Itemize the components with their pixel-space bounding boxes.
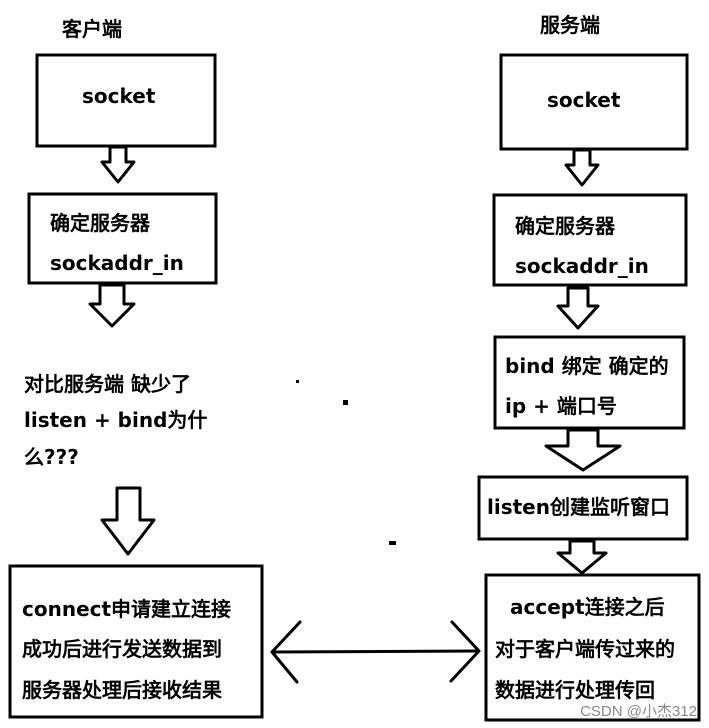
bidirectional-arrow	[270, 620, 481, 684]
client-note-line1: 对比服务端 缺少了	[24, 372, 191, 396]
watermark: CSDN @小杰312	[580, 703, 697, 720]
client-arrow-3	[100, 486, 156, 556]
server-arrow-4	[556, 539, 608, 575]
client-note-line3: 么???	[24, 445, 79, 469]
server-bind-line1: bind 绑定 确定的	[505, 354, 669, 378]
client-addr-box	[27, 192, 218, 285]
server-accept-line1: accept连接之后	[510, 595, 665, 619]
server-bind-line2: ip + 端口号	[505, 394, 617, 418]
stray-mark-2	[343, 400, 348, 405]
server-socket-label: socket	[547, 88, 621, 112]
client-addr-line1: 确定服务器	[50, 211, 151, 235]
client-addr-line2: sockaddr_in	[50, 251, 184, 275]
client-connect-box	[8, 564, 264, 719]
client-note-line2: listen + bind为什	[24, 408, 207, 432]
client-socket-label: socket	[82, 84, 156, 108]
server-arrow-1	[564, 148, 600, 187]
server-listen-label: listen创建监听窗口	[487, 495, 670, 519]
client-connect-line1: connect申请建立连接	[22, 597, 231, 621]
client-title: 客户端	[61, 17, 122, 41]
client-connect-line3: 服务器处理后接收结果	[22, 678, 222, 702]
client-connect-line2: 成功后进行发送数据到	[22, 637, 222, 661]
server-addr-line2: sockaddr_in	[515, 254, 649, 278]
server-arrow-3	[544, 428, 622, 472]
server-listen-box	[477, 475, 689, 541]
client-arrow-1	[100, 145, 136, 184]
client-arrow-2	[88, 283, 136, 328]
server-addr-box	[492, 193, 688, 287]
server-addr-line1: 确定服务器	[515, 214, 616, 238]
server-socket-box	[499, 53, 689, 151]
server-accept-line2: 对于客户端传过来的	[495, 637, 675, 661]
server-arrow-2	[556, 286, 600, 330]
stray-mark-1	[296, 380, 299, 383]
server-accept-line3: 数据进行处理传回	[495, 678, 655, 702]
server-title: 服务端	[540, 13, 600, 37]
server-bind-box	[493, 335, 686, 430]
server-accept-box	[484, 573, 701, 722]
stray-mark-3	[389, 541, 396, 545]
